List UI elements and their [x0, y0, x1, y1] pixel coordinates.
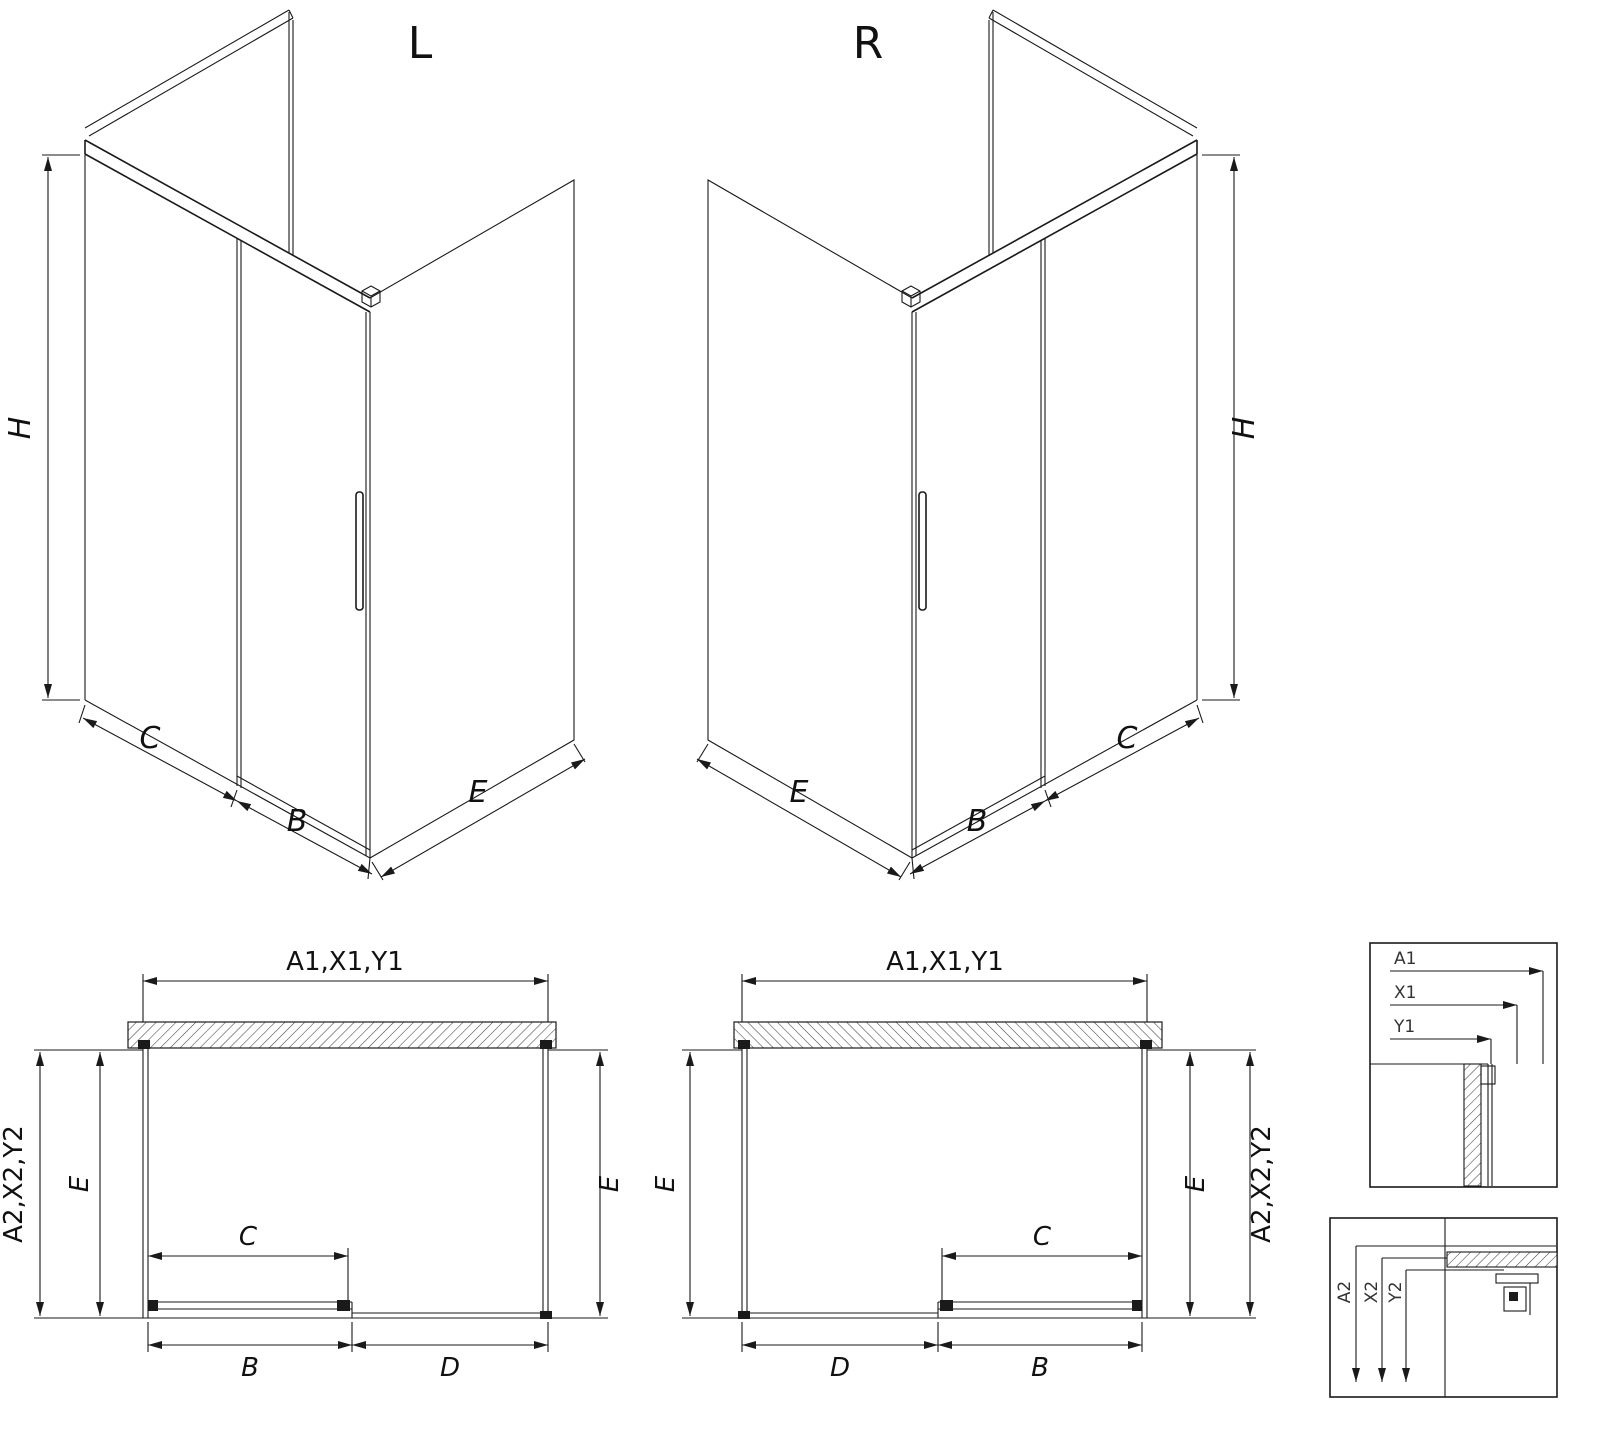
plan-left-dim-c: C [239, 1222, 258, 1252]
detail-view-bottom: A2 X2 Y2 [1329, 1217, 1558, 1398]
plan-left-dim-d: D [440, 1353, 460, 1383]
detail-top-dim-x1: X1 [1394, 983, 1416, 1003]
iso-right-dim-b: B [967, 804, 988, 839]
iso-left-dim-c: C [140, 721, 161, 756]
plan-left-dim-e-right: E [595, 1175, 625, 1192]
detail-view-top: A1 X1 Y1 [1369, 942, 1558, 1188]
iso-view-left: L H C B E [3, 10, 585, 880]
plan-left-dim-e-left: E [65, 1175, 95, 1192]
detail-top-wall-section [1370, 1063, 1496, 1187]
detail-bottom-frame [1329, 1217, 1558, 1398]
plan-right-dim-e-left: E [651, 1175, 681, 1192]
iso-right-dim-h: H [1227, 417, 1262, 440]
detail-top-dim-y1: Y1 [1393, 1017, 1415, 1037]
iso-left-dim-b: B [287, 804, 308, 839]
iso-right-dim-c: C [1117, 721, 1138, 756]
plan-right-dim-e-right: E [1181, 1175, 1211, 1192]
iso-right-title: R [853, 18, 884, 69]
plan-view-left: A1,X1,Y1 A2,X2,Y2 E E C B D [0, 947, 625, 1383]
iso-view-right: R H C B E [697, 10, 1262, 880]
plan-right-dim-d: D [830, 1353, 850, 1383]
plan-left-dim-outer: A2,X2,Y2 [0, 1125, 29, 1243]
iso-left-line-art [42, 10, 585, 880]
detail-top-frame [1369, 942, 1558, 1188]
iso-right-line-art [697, 10, 1240, 880]
plan-left-dim-top: A1,X1,Y1 [286, 947, 404, 977]
iso-right-dim-e: E [790, 775, 809, 810]
plan-right-line-art [682, 974, 1256, 1352]
detail-top-dim-a1: A1 [1394, 949, 1416, 969]
iso-left-dim-h: H [3, 417, 38, 440]
detail-bottom-dim-x2: X2 [1362, 1281, 1382, 1303]
plan-view-right: A1,X1,Y1 E E A2,X2,Y2 C B D [651, 947, 1277, 1383]
detail-bottom-wall-section [1444, 1218, 1558, 1397]
plan-left-dim-b: B [241, 1353, 259, 1383]
detail-bottom-dim-a2: A2 [1335, 1281, 1355, 1303]
plan-right-dim-b: B [1031, 1353, 1049, 1383]
iso-left-dim-e: E [469, 775, 488, 810]
plan-right-dim-outer: A2,X2,Y2 [1247, 1125, 1277, 1243]
detail-top-dim-lines [1390, 967, 1544, 1064]
plan-left-line-art [34, 974, 608, 1352]
plan-right-dim-top: A1,X1,Y1 [886, 947, 1004, 977]
plan-right-dim-c: C [1033, 1222, 1052, 1252]
detail-bottom-dim-y2: Y2 [1386, 1281, 1406, 1303]
iso-left-title: L [408, 18, 433, 69]
